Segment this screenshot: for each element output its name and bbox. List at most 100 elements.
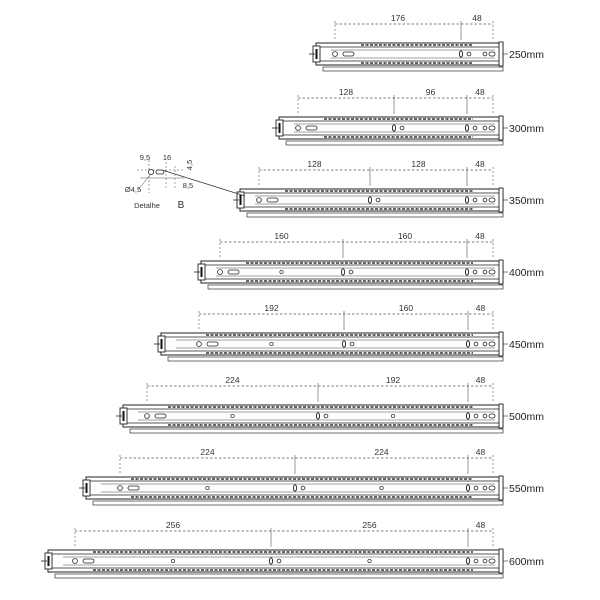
mount-hole bbox=[367, 558, 372, 564]
mount-hole bbox=[295, 125, 301, 131]
end-bracket bbox=[498, 475, 504, 501]
slot-hole-vertical bbox=[341, 340, 347, 348]
dimension-label: 160 bbox=[274, 231, 288, 241]
mount-hole bbox=[230, 413, 235, 419]
dimension-label: 192 bbox=[264, 303, 278, 313]
dimension-label: 256 bbox=[362, 520, 376, 530]
mount-hole bbox=[300, 485, 306, 491]
dimension-label: 224 bbox=[225, 375, 239, 385]
end-bracket bbox=[498, 548, 504, 574]
mount-hole bbox=[482, 125, 488, 131]
slot-hole bbox=[488, 413, 496, 419]
dimension-label: 48 bbox=[476, 303, 486, 313]
length-label: 300mm bbox=[509, 123, 544, 135]
slide-outer-rail bbox=[47, 549, 504, 573]
mount-hole bbox=[472, 269, 478, 275]
dimension-label: 224 bbox=[200, 447, 214, 457]
slot-hole bbox=[206, 341, 219, 347]
length-label: 400mm bbox=[509, 267, 544, 279]
mount-hole bbox=[332, 51, 338, 57]
slot-hole bbox=[488, 125, 496, 131]
slot-hole-vertical bbox=[315, 412, 321, 420]
detail-title: Detalhe bbox=[134, 201, 160, 210]
dimension-label: 176 bbox=[391, 13, 405, 23]
slide-inner-rail bbox=[322, 66, 504, 72]
detail-leader bbox=[137, 174, 151, 191]
dimension-label: 48 bbox=[475, 87, 485, 97]
dimension-label: 224 bbox=[374, 447, 388, 457]
mount-hole bbox=[256, 197, 262, 203]
end-bracket bbox=[498, 259, 504, 285]
dimension-label: 48 bbox=[472, 13, 482, 23]
length-label: 350mm bbox=[509, 195, 544, 207]
end-bracket bbox=[498, 331, 504, 357]
mount-hole bbox=[379, 485, 384, 491]
mount-hole bbox=[196, 341, 202, 347]
mount-hole bbox=[205, 485, 210, 491]
mount-hole bbox=[482, 197, 488, 203]
mount-hole bbox=[217, 269, 223, 275]
mount-hole bbox=[269, 341, 274, 347]
detail-dim-label: 9,5 bbox=[140, 153, 150, 162]
mount-hole bbox=[170, 558, 176, 564]
mount-hole bbox=[473, 341, 479, 347]
end-bracket bbox=[498, 115, 504, 141]
mount-hole bbox=[482, 269, 488, 275]
dimension-label: 160 bbox=[398, 231, 412, 241]
detail-dim-label: 8,5 bbox=[183, 181, 193, 190]
slot-hole bbox=[488, 269, 496, 275]
slot-hole bbox=[488, 341, 496, 347]
mount-hole bbox=[482, 51, 488, 57]
mount-hole bbox=[482, 558, 488, 564]
mount-hole bbox=[472, 197, 478, 203]
slot-hole bbox=[127, 485, 140, 491]
dimension-label: 48 bbox=[475, 231, 485, 241]
slot-hole bbox=[342, 51, 355, 57]
end-bracket bbox=[498, 403, 504, 429]
detail-dim-label: Ø4,5 bbox=[125, 185, 141, 194]
length-label: 250mm bbox=[509, 49, 544, 61]
dimension-label: 48 bbox=[476, 447, 486, 457]
slot-hole bbox=[488, 485, 496, 491]
slide-400mm: 160 160 48 400mm bbox=[194, 231, 544, 290]
mount-hole bbox=[323, 413, 329, 419]
slide-250mm: 176 48 250mm bbox=[309, 13, 544, 72]
length-label: 500mm bbox=[509, 411, 544, 423]
dimension-label: 48 bbox=[475, 159, 485, 169]
slide-inner-rail bbox=[129, 428, 504, 434]
mount-hole bbox=[399, 125, 405, 131]
mount-hole bbox=[348, 269, 354, 275]
slot-hole bbox=[266, 197, 279, 203]
dimension-label: 96 bbox=[426, 87, 436, 97]
end-bracket bbox=[498, 41, 504, 67]
length-label: 450mm bbox=[509, 339, 544, 351]
slot-hole-vertical bbox=[465, 484, 471, 492]
mount-hole bbox=[390, 413, 396, 419]
slide-inner-rail bbox=[54, 573, 504, 579]
mount-hole bbox=[276, 558, 282, 564]
dimension-label: 48 bbox=[476, 375, 486, 385]
slot-hole-vertical bbox=[340, 268, 346, 276]
slide-300mm: 128 96 48 300mm bbox=[272, 87, 544, 146]
slot-hole-vertical bbox=[464, 124, 470, 132]
detail-letter: B bbox=[178, 200, 185, 211]
dimension-label: 128 bbox=[307, 159, 321, 169]
mount-hole bbox=[472, 125, 478, 131]
slide-inner-rail bbox=[167, 356, 504, 362]
slot-hole bbox=[82, 558, 95, 564]
dimension-label: 128 bbox=[339, 87, 353, 97]
slot-hole-vertical bbox=[292, 484, 298, 492]
mount-hole bbox=[482, 485, 488, 491]
detail-leader bbox=[161, 169, 246, 197]
slide-inner-rail bbox=[246, 212, 504, 218]
slot-hole-vertical bbox=[464, 196, 470, 204]
mount-hole bbox=[279, 269, 284, 275]
slot-hole bbox=[305, 125, 318, 131]
mount-hole bbox=[117, 485, 123, 491]
mount-hole bbox=[473, 485, 479, 491]
